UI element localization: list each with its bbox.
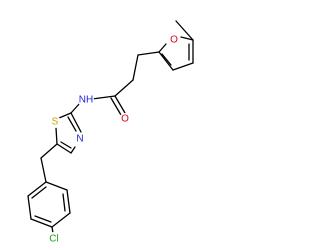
bond-thiazole-c4-n — [70, 146, 76, 154]
atom-nh-amide-label: NH — [79, 95, 93, 106]
bond-ph-2-inner — [62, 193, 66, 212]
atom-o-furan-label: O — [170, 35, 178, 46]
molecule-structure: O NH O S N Cl — [27, 20, 194, 246]
bond-amide-cn — [91, 95, 116, 100]
atom-o-furan: O — [168, 34, 180, 46]
bond-chain-3 — [114, 79, 134, 97]
bond-furan-c4-c3 — [172, 62, 194, 71]
bond-furan-c3-c2-inner — [161, 53, 172, 66]
bond-c-cl — [51, 226, 54, 234]
atom-cl: Cl — [47, 232, 61, 246]
bond-ph-2 — [66, 189, 71, 214]
bond-ph-4 — [30, 218, 53, 228]
bond-thiazole-c2-s — [58, 112, 72, 119]
bond-furan-c3-c2 — [158, 51, 174, 71]
bond-thiazole-n-c2 — [70, 112, 82, 133]
bond-carbonyl-2 — [110, 97, 122, 116]
bond-n-thiazole — [70, 102, 81, 114]
bond-thiazole-n-c2-inner — [67, 116, 77, 132]
bond-ph-5 — [27, 195, 32, 220]
bond-ph-3 — [51, 212, 71, 228]
bond-ph-6 — [27, 181, 47, 197]
bond-chain-1 — [137, 51, 160, 56]
bond-carbonyl-1 — [114, 95, 126, 114]
bond-thiazole-c5-c4-inner — [60, 141, 72, 149]
bond-layer — [27, 20, 194, 234]
atom-n-thiazole-label: N — [76, 134, 83, 145]
bond-ch2-1 — [40, 143, 58, 159]
bond-ph-6-inner — [31, 186, 47, 199]
atom-nh-amide: NH — [78, 92, 94, 108]
bond-furan-o-c5 — [180, 36, 194, 41]
atom-label-layer: O NH O S N Cl — [47, 34, 180, 246]
bond-chain-2 — [132, 54, 139, 81]
atom-s-thiazole: S — [49, 116, 61, 128]
atom-cl-label: Cl — [49, 234, 58, 245]
bond-ch2-2 — [40, 157, 47, 183]
atom-o-carbonyl: O — [119, 113, 131, 125]
bond-methyl — [175, 20, 194, 41]
bond-furan-c2-o — [158, 43, 167, 53]
atom-o-carbonyl-label: O — [121, 114, 129, 125]
bond-thiazole-c5-c4 — [56, 143, 72, 154]
atom-s-thiazole-label: S — [52, 117, 59, 128]
bond-ph-4-inner — [34, 215, 52, 223]
bond-ph-1 — [45, 181, 68, 191]
atom-n-thiazole: N — [74, 133, 86, 145]
bond-thiazole-s-c5 — [55, 127, 58, 145]
